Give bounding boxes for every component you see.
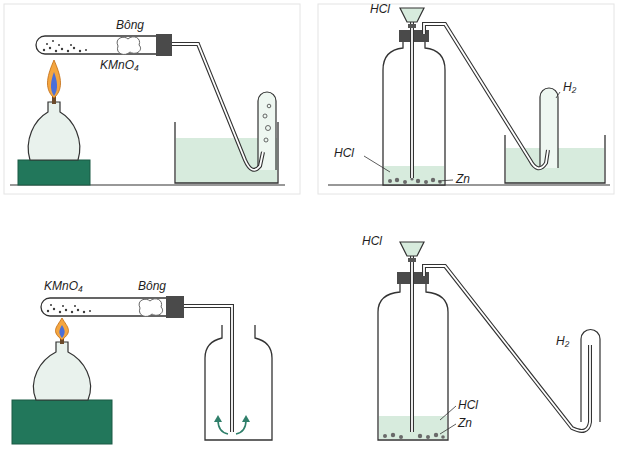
- part-label: H₂: [563, 80, 576, 94]
- panel-frame: [4, 4, 300, 194]
- setup-bottom-left: [12, 296, 272, 444]
- part-label: Zn: [458, 416, 472, 430]
- part-label: Bông: [116, 18, 144, 32]
- setup-top-left: [10, 34, 285, 185]
- part-label: Zn: [456, 172, 470, 186]
- part-label: HCl: [362, 234, 382, 248]
- part-label: HCl: [334, 146, 354, 160]
- part-label: H₂: [556, 334, 569, 348]
- part-label: Bông: [138, 279, 166, 293]
- part-label: HCl: [370, 2, 390, 16]
- part-label: KMnO₄: [100, 58, 139, 72]
- part-label: KMnO₄: [44, 279, 83, 293]
- setup-top-right: [328, 8, 610, 185]
- setup-bottom-right: [378, 242, 600, 440]
- panel-frame: [318, 4, 614, 194]
- part-label: HCl: [458, 398, 478, 412]
